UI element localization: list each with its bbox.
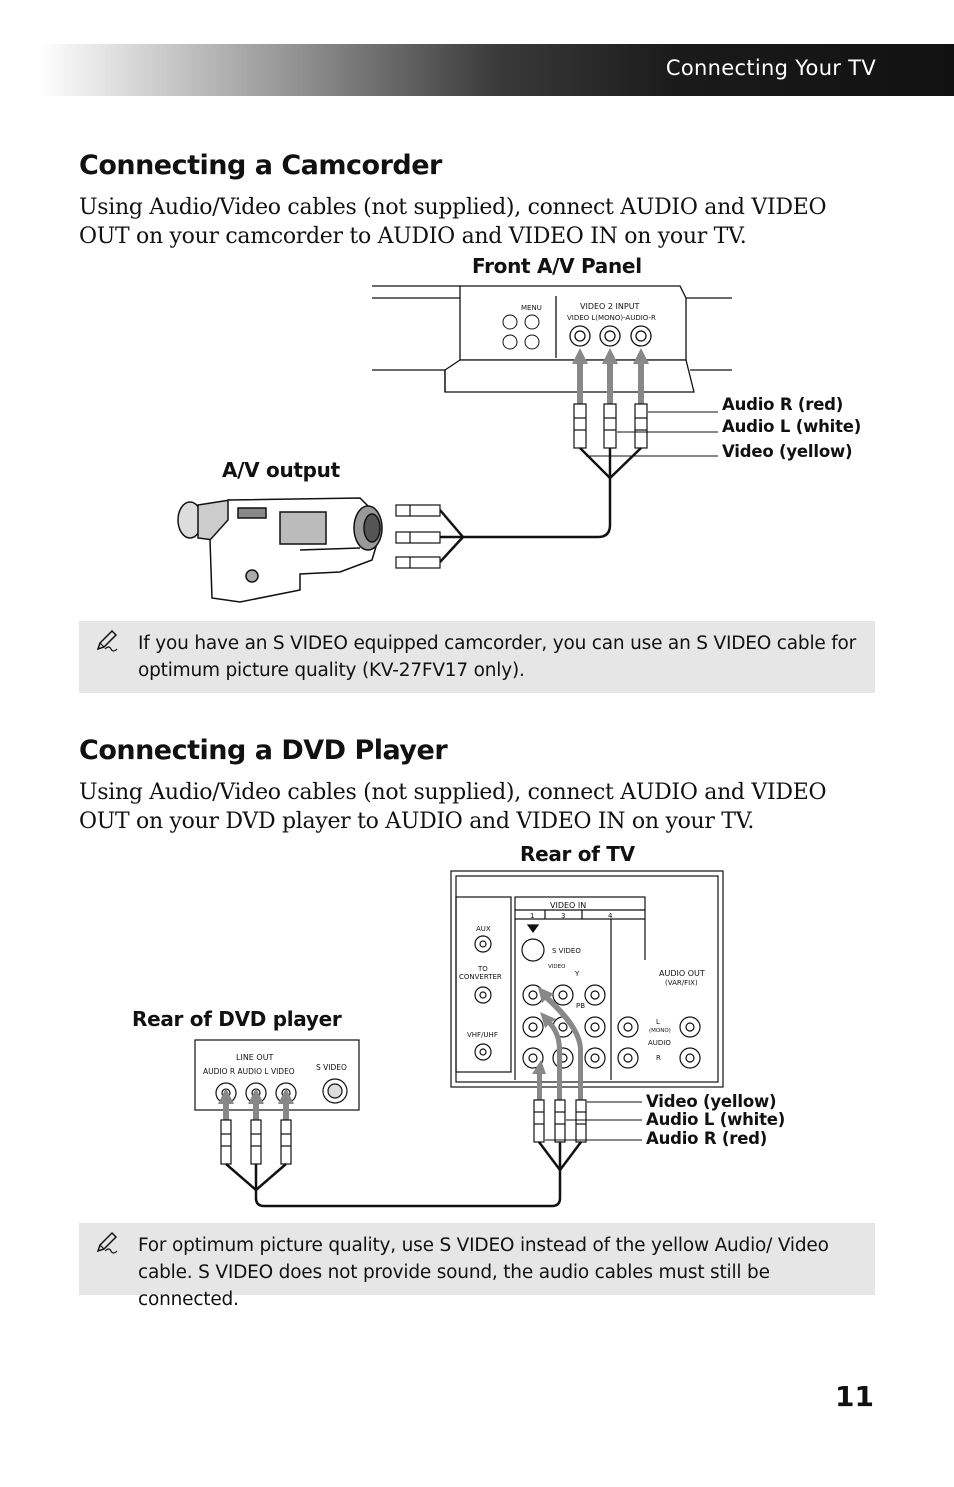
tv-col-3: 3 [561, 912, 565, 920]
panel-input-sub: VIDEO L(MONO)-AUDIO-R [567, 314, 656, 322]
dvd-heading: Connecting a DVD Player [79, 735, 448, 766]
pencil-note-icon [96, 629, 118, 652]
cable-label-video: Video (yellow) [722, 442, 853, 461]
tv-to-text: TO [477, 965, 488, 973]
connection-arrows [572, 348, 649, 406]
dvd-jacks-text: AUDIO R AUDIO L VIDEO [203, 1067, 295, 1076]
tv-mono-text: (MONO) [649, 1028, 671, 1034]
tv-svideo-text: S VIDEO [552, 947, 581, 955]
dvd-line-out-text: LINE OUT [236, 1053, 274, 1062]
pencil-note-icon [96, 1231, 118, 1254]
tv-pb-text: PB [576, 1002, 585, 1010]
dvd-cable-leader-lines [545, 1101, 642, 1141]
dvd-cable-label-video: Video (yellow) [646, 1092, 777, 1111]
cable-label-audio-l: Audio L (white) [722, 417, 862, 436]
header-bar: Connecting Your TV [40, 44, 954, 96]
dvd-plugs [220, 1119, 292, 1165]
tv-video-in-text: VIDEO IN [550, 901, 586, 910]
dvd-cable-label-audio-l: Audio L (white) [646, 1110, 786, 1129]
panel-menu-buttons [502, 314, 540, 350]
av-output-label: A/V output [222, 458, 340, 482]
rear-of-dvd-label: Rear of DVD player [132, 1007, 342, 1031]
tv-r-text: R [656, 1054, 661, 1062]
tv-l-text: L [656, 1018, 660, 1026]
tv-video-text: VIDEO [548, 964, 566, 970]
dvd-cable-label-audio-r: Audio R (red) [646, 1129, 768, 1148]
tv-side-plugs [573, 403, 648, 449]
tv-audio-text: AUDIO [648, 1039, 671, 1047]
av-cable [439, 447, 642, 563]
camcorder-note: If you have an S VIDEO equipped camcorde… [79, 621, 875, 693]
section-title: Connecting Your TV [665, 56, 876, 80]
tv-col-4: 4 [608, 912, 613, 920]
tv-converter-text: CONVERTER [459, 973, 502, 981]
panel-input-title: VIDEO 2 INPUT [580, 302, 640, 311]
camcorder-heading: Connecting a Camcorder [79, 150, 442, 181]
tv-col-1: 1 [530, 912, 534, 920]
tv-rear-panel [450, 870, 724, 1088]
dvd-connection-arrows [532, 987, 583, 1100]
dvd-arrows [218, 1088, 294, 1122]
camcorder-diagram: MENU VIDEO 2 INPUT VIDEO L(MONO)-AUDIO-R [177, 285, 732, 603]
camcorder-illustration [177, 497, 383, 603]
dvd-note-text: For optimum picture quality, use S VIDEO… [138, 1235, 829, 1310]
tv-y-text: Y [574, 970, 580, 978]
camcorder-note-text: If you have an S VIDEO equipped camcorde… [138, 633, 857, 681]
tv-vhf-text: VHF/UHF [467, 1031, 498, 1039]
front-av-panel-label: Front A/V Panel [472, 254, 642, 278]
page-number: 11 [835, 1380, 874, 1413]
cable-leader-lines [586, 411, 718, 457]
rear-of-tv-label: Rear of TV [520, 842, 635, 866]
panel-menu-text: MENU [521, 304, 542, 312]
tv-audio-out-text: AUDIO OUT [659, 969, 705, 978]
cable-label-audio-r: Audio R (red) [722, 395, 844, 414]
tv-rear-plugs [533, 1099, 587, 1143]
camcorder-body: Using Audio/Video cables (not supplied),… [79, 195, 827, 249]
panel-av-jacks [569, 325, 652, 347]
dvd-note: For optimum picture quality, use S VIDEO… [79, 1223, 875, 1310]
camcorder-plugs [395, 504, 441, 569]
tv-aux-text: AUX [476, 925, 491, 933]
dvd-svideo-text: S VIDEO [316, 1063, 347, 1072]
tv-var-fix-text: (VAR/FIX) [665, 979, 698, 987]
dvd-body: Using Audio/Video cables (not supplied),… [79, 780, 827, 834]
dvd-av-cable [225, 1141, 582, 1208]
